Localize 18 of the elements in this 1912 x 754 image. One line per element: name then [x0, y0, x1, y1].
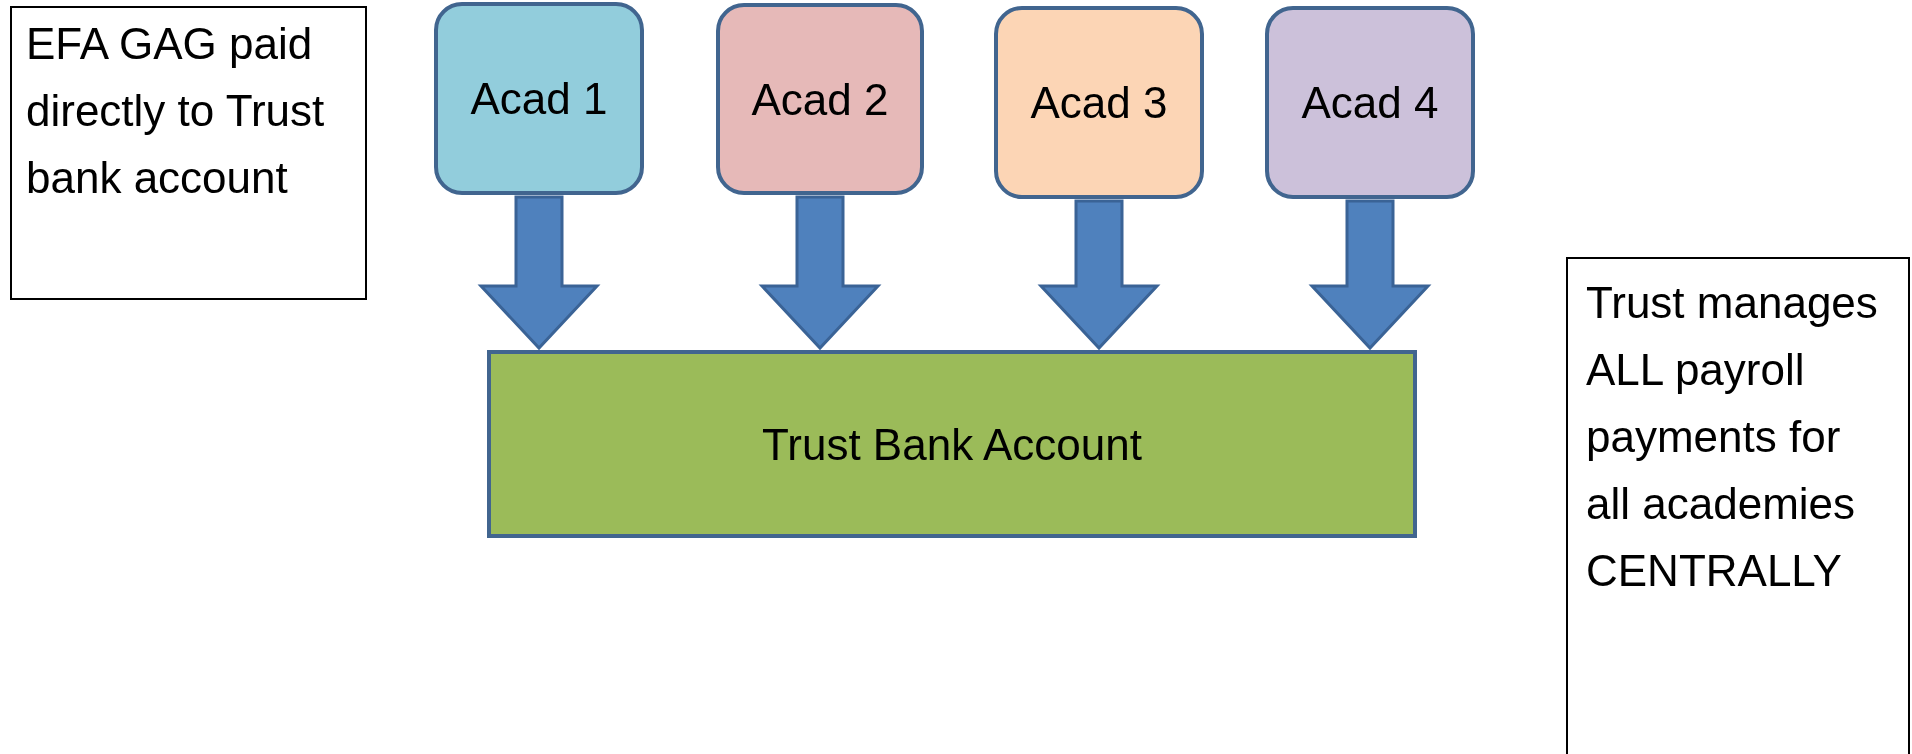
note-text: EFA GAG paid directly to Trust bank account — [26, 18, 326, 204]
note-text: Trust manages ALL payroll payments for all academies CENTRALLY — [1586, 277, 1879, 597]
block-arrow — [1308, 199, 1432, 351]
academy-label: Acad 3 — [1029, 77, 1169, 129]
academy-box — [434, 2, 644, 195]
academy-label: Acad 2 — [750, 73, 890, 126]
academy-label: Acad 1 — [469, 73, 609, 125]
academy-box — [1265, 6, 1475, 199]
note-box — [10, 6, 367, 300]
block-arrow — [477, 195, 601, 351]
note-box — [1566, 257, 1910, 754]
account-box — [487, 350, 1417, 538]
block-arrow — [758, 195, 882, 351]
academy-box — [994, 6, 1204, 199]
academy-label: Acad 4 — [1300, 77, 1440, 129]
block-arrow — [1037, 199, 1161, 351]
account-label: Trust Bank Account — [762, 418, 1142, 471]
academy-box — [716, 3, 924, 195]
